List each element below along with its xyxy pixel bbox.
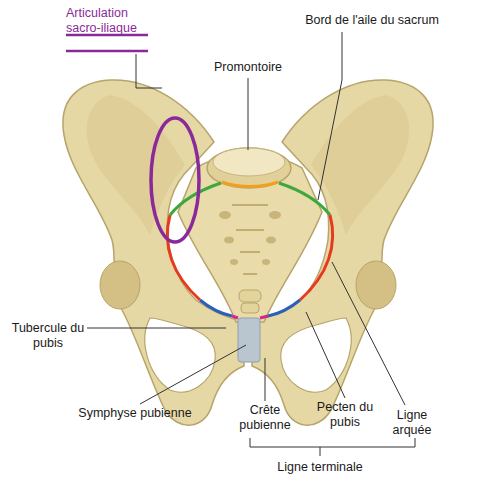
part-label: Crête pubienne (225, 403, 305, 433)
part-label: Bord de l'aile du sacrum (272, 13, 472, 28)
part-label: Symphyse pubienne (70, 406, 200, 421)
part-label: Tubercule du pubis (10, 321, 86, 351)
group-label: Ligne terminale (255, 460, 385, 475)
part-label: Ligne arquée (385, 408, 439, 438)
part-label: Promontoire (183, 60, 313, 75)
joint-label: Articulation sacro-iliaque (66, 6, 152, 36)
part-label: Pecten du pubis (312, 400, 378, 430)
